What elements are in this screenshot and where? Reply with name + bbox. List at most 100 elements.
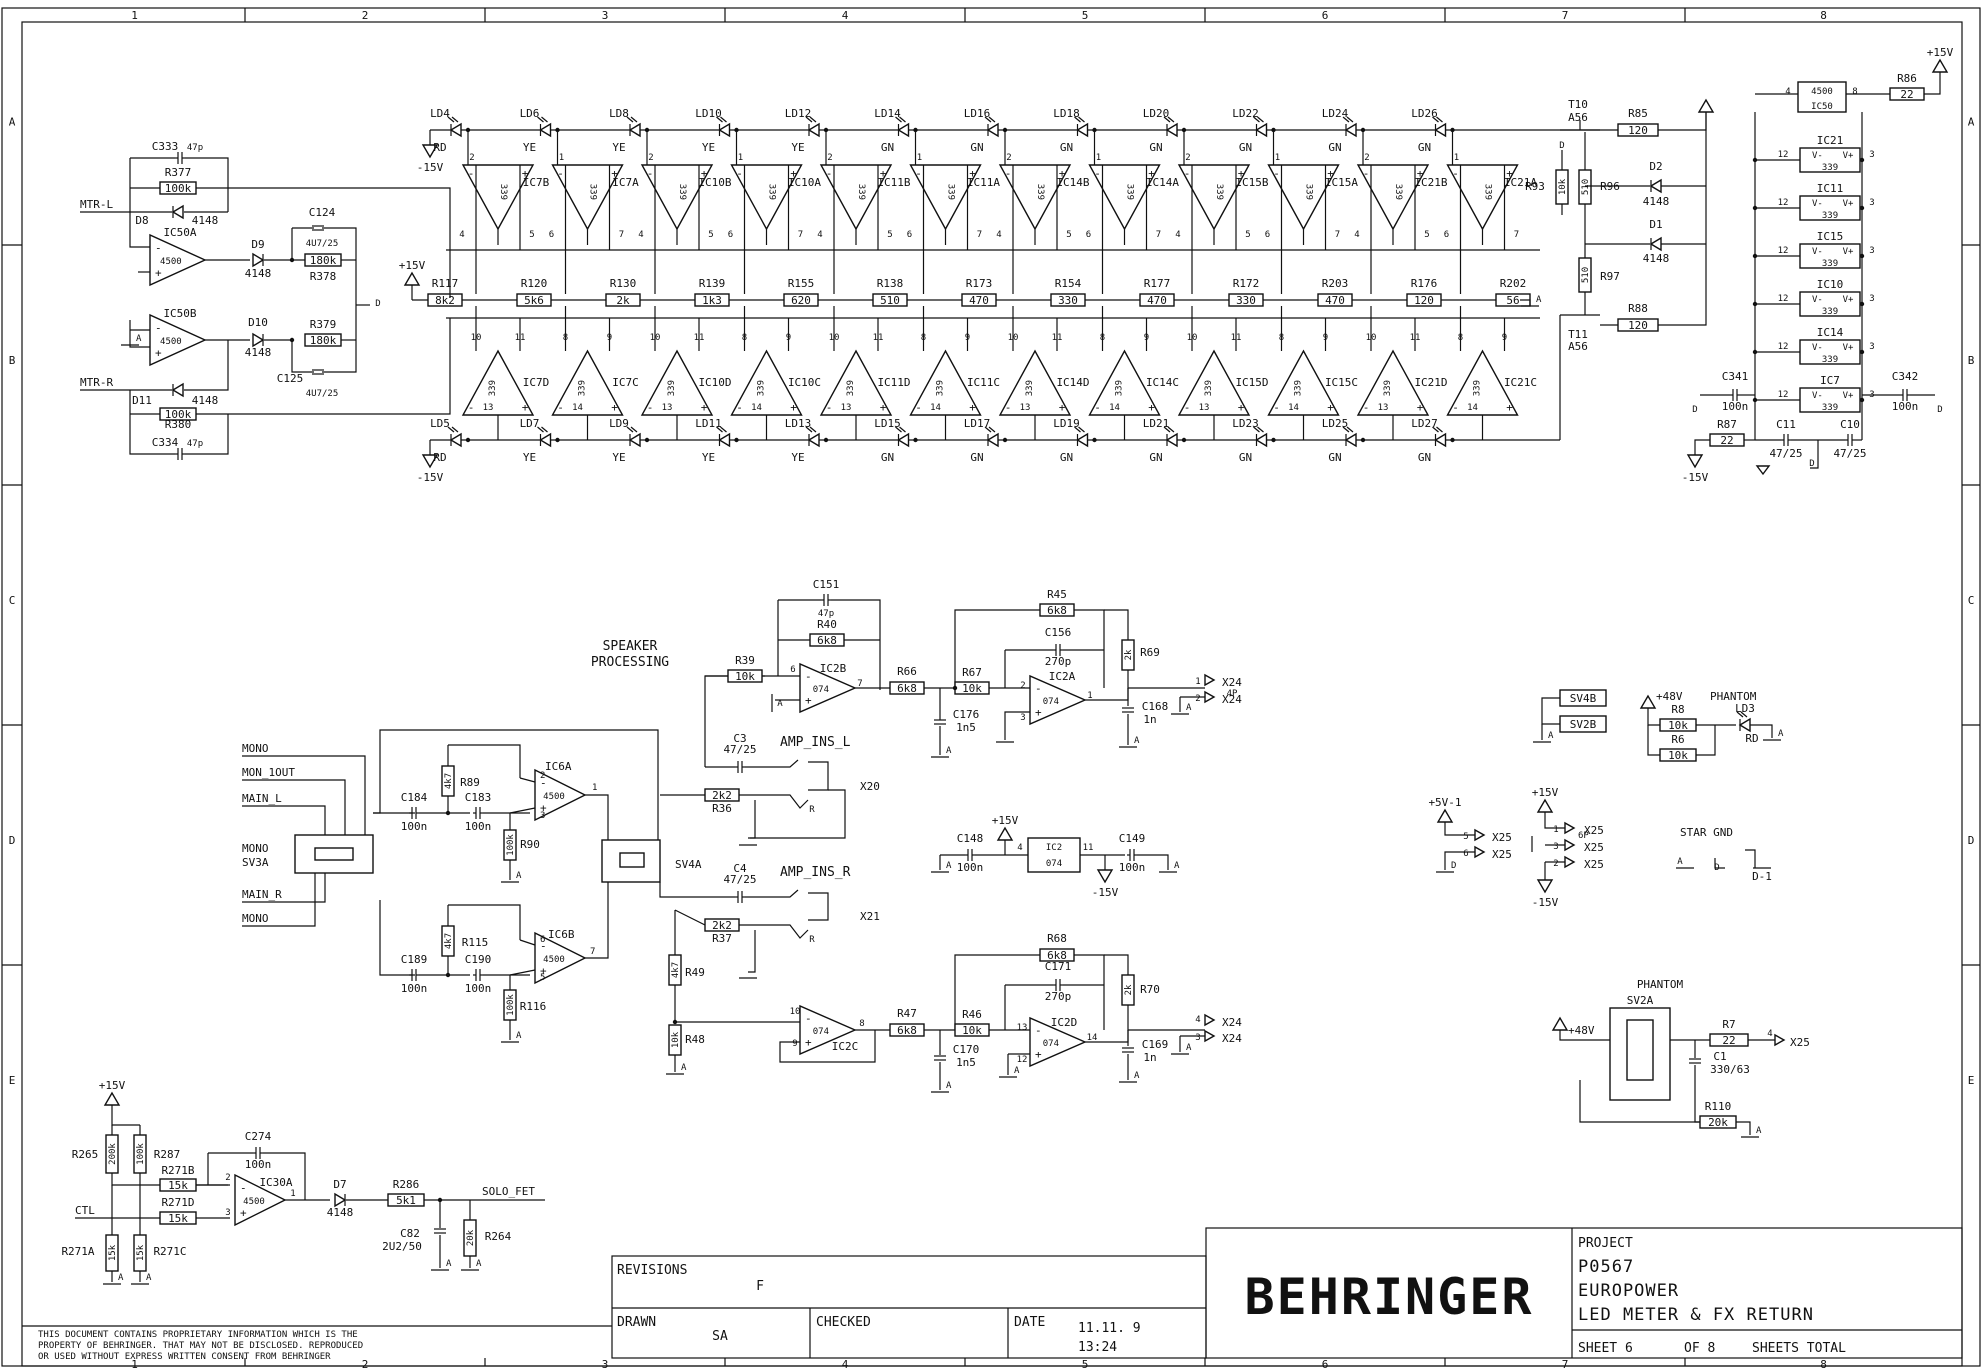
diode xyxy=(986,122,999,138)
diode xyxy=(171,382,184,398)
resistor-value: 100k xyxy=(506,834,516,856)
pin-number: 13 xyxy=(1017,1023,1028,1033)
led-ref: LD19 xyxy=(1053,417,1080,430)
comparator-minus: - xyxy=(1184,401,1191,414)
pin-number: 1 xyxy=(917,153,922,163)
cap-value: 100n xyxy=(465,982,492,995)
pin-number: 3 xyxy=(1195,1033,1200,1043)
comparator-minus: - xyxy=(1452,401,1459,414)
opamp-minus: - xyxy=(1035,682,1042,695)
resistor-value: 470 xyxy=(1325,294,1345,307)
comparator xyxy=(1267,164,1340,231)
ic-ref: IC14A xyxy=(1146,176,1179,189)
cap-ref: C124 xyxy=(309,206,336,219)
pin-number: 7 xyxy=(1335,230,1340,240)
pin-number: 11 xyxy=(1083,843,1094,853)
pin-number: 12 xyxy=(1778,246,1789,256)
comparator-minus: - xyxy=(468,401,475,414)
net xyxy=(1127,1005,1205,1031)
net-label: MONO xyxy=(242,912,269,925)
diode-ref: D1 xyxy=(1649,218,1662,231)
resistor-ref: R110 xyxy=(1705,1100,1732,1113)
junction xyxy=(1859,349,1865,355)
resistor-ref: R173 xyxy=(966,277,993,290)
comparator-plus: + xyxy=(1148,167,1155,180)
junction xyxy=(1752,349,1758,355)
resistor-value: 56 xyxy=(1506,294,1519,307)
led-ray xyxy=(1163,426,1171,433)
led-ref: LD20 xyxy=(1143,107,1170,120)
comparator-minus: - xyxy=(1184,167,1191,180)
resistor-value: 15k xyxy=(136,1244,146,1261)
led-ray xyxy=(451,116,459,123)
resistor-ref: R68 xyxy=(1047,932,1067,945)
section-title: PROCESSING xyxy=(591,655,669,670)
resistor-ref: R36 xyxy=(712,802,732,815)
ic-ref: IC2D xyxy=(1051,1016,1078,1029)
comparator-type: 339 xyxy=(1204,380,1214,396)
comparator-type: 339 xyxy=(488,380,498,396)
pin-number: 5 xyxy=(540,973,545,983)
resistor-ref: R85 xyxy=(1628,107,1648,120)
date-value: 11.11. 9 xyxy=(1078,1321,1141,1336)
opamp-minus: - xyxy=(240,1182,247,1195)
ic-type: 339 xyxy=(1822,211,1838,221)
cap-ref: C168 xyxy=(1142,700,1169,713)
ic-pin-label: V+ xyxy=(1843,247,1854,257)
resistor-ref: R89 xyxy=(460,776,480,789)
resistor-value: 330 xyxy=(1058,294,1078,307)
opamp-type: 074 xyxy=(813,1027,829,1037)
pin-number: 14 xyxy=(1467,403,1478,413)
diode xyxy=(1076,122,1089,138)
led-color: RD xyxy=(433,451,446,464)
diode xyxy=(252,252,265,268)
pin-number: 6 xyxy=(1444,230,1449,240)
ic-type: 339 xyxy=(1822,307,1838,317)
resistor-ref: R271A xyxy=(61,1245,94,1258)
pin-number: 3 xyxy=(1553,842,1558,852)
column-label: 8 xyxy=(1820,1358,1827,1369)
led-ray xyxy=(451,426,459,433)
gnd-ref: D xyxy=(375,299,380,309)
cap-value: 1n xyxy=(1143,713,1156,726)
cap-value: 4U7/25 xyxy=(306,239,339,249)
resistor-value: 20k xyxy=(1708,1116,1728,1129)
pin-number: 13 xyxy=(841,403,852,413)
diode xyxy=(807,432,820,448)
net xyxy=(1750,724,1773,738)
diode xyxy=(1649,178,1662,194)
comparator-type: 339 xyxy=(1035,184,1045,200)
resistor-value: 22 xyxy=(1722,1034,1735,1047)
diode xyxy=(897,432,910,448)
ground-label: A xyxy=(1014,1066,1020,1076)
comparator xyxy=(1356,164,1430,231)
gnd-lead xyxy=(1810,440,1819,469)
led-ref: LD8 xyxy=(609,107,629,120)
peak xyxy=(322,227,357,305)
led-ray xyxy=(1253,116,1260,123)
led-color: GN xyxy=(881,451,894,464)
diode-ref: D7 xyxy=(333,1178,346,1191)
pin-number: 5 xyxy=(708,230,713,240)
pin-number: 1 xyxy=(290,1189,295,1199)
led-ray xyxy=(984,426,992,433)
column-label: 3 xyxy=(602,9,609,22)
ground-label: A xyxy=(118,1273,124,1283)
comparator xyxy=(640,164,714,231)
cap-value: 270p xyxy=(1045,655,1072,668)
led-ray xyxy=(1078,426,1085,433)
resistor-value: 510 xyxy=(880,294,900,307)
resistor-value: 22 xyxy=(1900,88,1913,101)
supply-symbol xyxy=(1436,808,1454,823)
junction xyxy=(555,437,560,443)
resistor-ref: R86 xyxy=(1897,72,1917,85)
ground-label: A xyxy=(1778,729,1784,739)
pin-number: 4 xyxy=(1354,230,1359,240)
ic-package xyxy=(1027,837,1081,873)
resistor-ref: R116 xyxy=(520,1000,547,1013)
pin-note: 4P xyxy=(1227,689,1238,699)
junction xyxy=(445,810,451,816)
cap-ref: C10 xyxy=(1840,418,1860,431)
amp-ins-l-label: AMP_INS_L xyxy=(780,735,851,750)
